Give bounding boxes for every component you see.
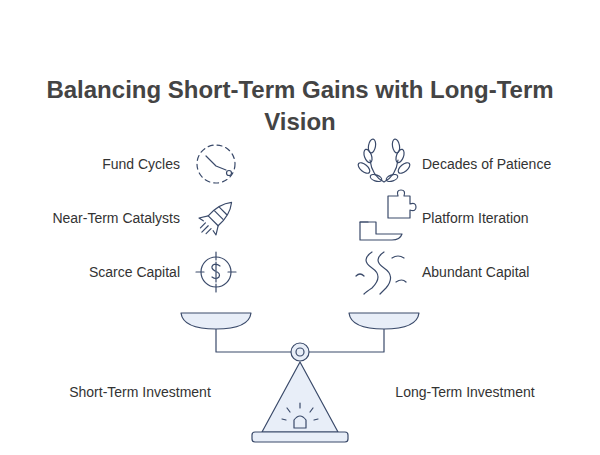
platform-icon xyxy=(360,190,416,240)
factor-label: Fund Cycles xyxy=(102,155,180,173)
factor-label: Near-Term Catalysts xyxy=(52,209,180,227)
factor-label: Scarce Capital xyxy=(89,263,180,281)
diagram-title: Balancing Short-Term Gains with Long-Ter… xyxy=(30,74,570,138)
factor-label: Decades of Patience xyxy=(422,155,551,173)
side-label: Short-Term Investment xyxy=(69,383,211,401)
side-label: Long-Term Investment xyxy=(395,383,534,401)
capital-icon xyxy=(196,252,236,292)
rocket-icon xyxy=(193,194,240,241)
factor-label: Abundant Capital xyxy=(422,263,529,281)
factor-label: Platform Iteration xyxy=(422,209,529,227)
river-icon xyxy=(356,252,406,294)
cycle-icon xyxy=(197,145,235,183)
laurel-icon xyxy=(356,138,411,182)
balance-scale xyxy=(181,313,419,442)
